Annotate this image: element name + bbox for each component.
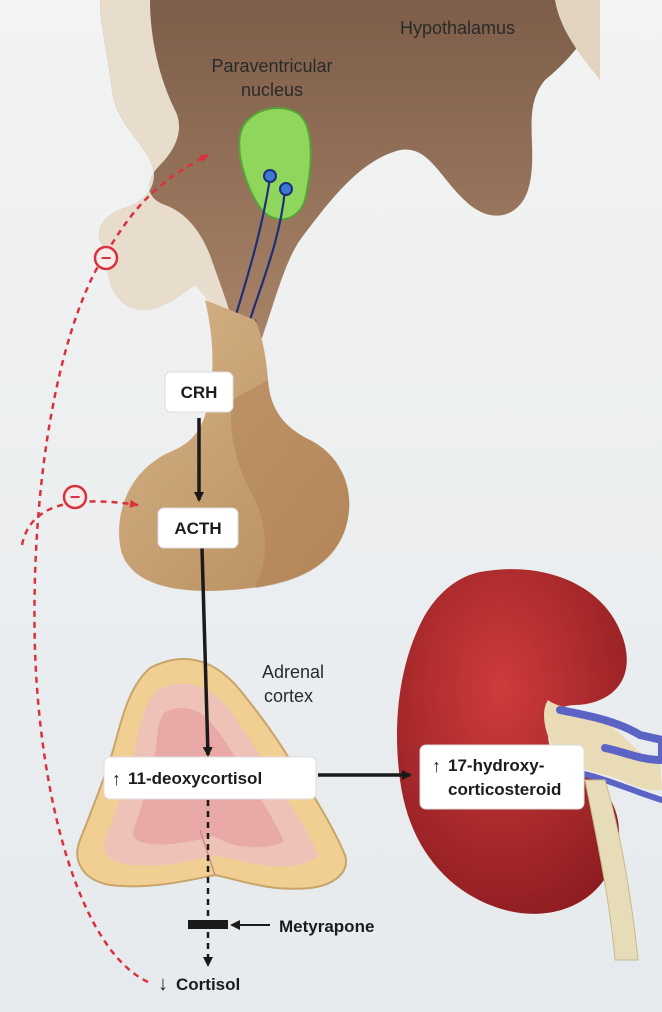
deoxycortisol-up-arrow: ↑: [112, 769, 121, 789]
svg-text:−: −: [70, 487, 81, 507]
adrenal-label-line1: Adrenal: [262, 662, 324, 682]
acth-box: ACTH: [157, 507, 239, 549]
feedback-to-pituitary-path: [20, 499, 139, 546]
inhibit-symbol-hypothalamus: −: [93, 245, 119, 271]
hypothalamus-illustration: [98, 0, 600, 338]
cortisol-down-arrow: ↓: [158, 973, 168, 995]
hydroxy-up-arrow: ↑: [432, 756, 441, 776]
paraventricular-label: Paraventricular: [211, 56, 332, 76]
crh-box: CRH: [164, 371, 234, 413]
feedback-to-hypothalamus-path: [33, 153, 209, 984]
svg-text:−: −: [101, 248, 112, 268]
deoxycortisol-label: 11-deoxycortisol: [128, 769, 262, 788]
adrenal-label-line2: cortex: [264, 686, 313, 706]
inhibit-symbol-pituitary: −: [62, 484, 88, 510]
deoxycortisol-box: ↑ 11-deoxycortisol: [103, 756, 317, 800]
hydroxycorticosteroid-box: ↑ 17-hydroxy- corticosteroid: [419, 744, 585, 810]
kidney-illustration: [397, 569, 662, 961]
paraventricular-nucleus-illustration: [227, 106, 312, 328]
hydroxy-label-line1: 17-hydroxy-: [448, 756, 544, 775]
crh-label: CRH: [181, 383, 218, 402]
hydroxy-label-line2: corticosteroid: [448, 780, 561, 799]
hypothalamus-label: Hypothalamus: [400, 18, 515, 38]
metyrapone-block-bar: [188, 920, 228, 929]
metyrapone-label: Metyrapone: [279, 917, 374, 936]
acth-label: ACTH: [174, 519, 221, 538]
acth-to-adrenal-arrow: [200, 547, 213, 757]
cortisol-label: Cortisol: [176, 975, 240, 994]
nucleus-label: nucleus: [241, 80, 303, 100]
